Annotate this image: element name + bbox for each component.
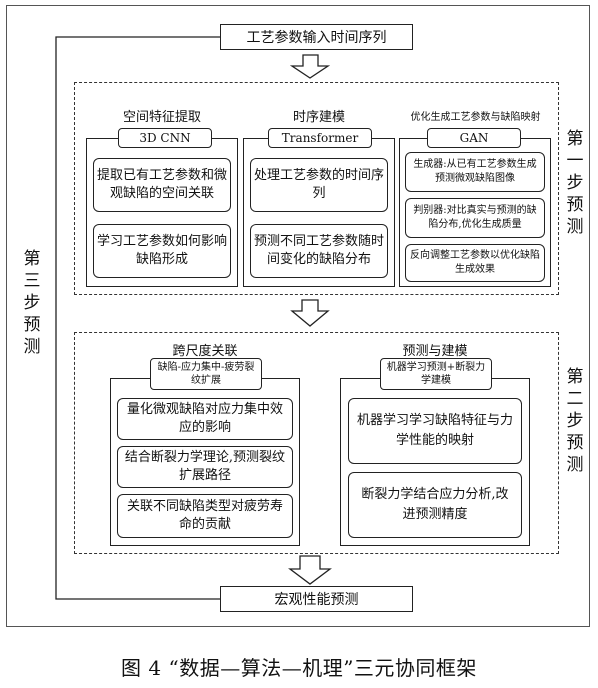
stage2-col1-title: 跨尺度关联	[172, 344, 238, 359]
stage2-region	[74, 332, 559, 554]
stage2-col2-box2: 断裂力学结合应力分析,改进预测精度	[348, 472, 522, 538]
stage1-col3-box1-text: 生成器:从已有工艺参数生成预测微观缺陷图像	[413, 159, 537, 184]
stage1-col1-model: 3D CNN	[118, 128, 212, 148]
stage1-col2-model: Transformer	[268, 128, 372, 148]
stage2-col1-model-text: 缺陷-应力集中-疲劳裂纹扩展	[157, 362, 255, 386]
stage2-col1-box1: 量化微观缺陷对应力集中效应的影响	[117, 398, 293, 440]
stage1-col3-box3: 反向调整工艺参数以优化缺陷生成效果	[405, 244, 545, 282]
input-box-text: 工艺参数输入时间序列	[246, 30, 387, 46]
stage2-col2-box1-text: 机器学习学习缺陷特征与力学性能的映射	[357, 413, 514, 448]
stage1-col2-box1-text: 处理工艺参数的时间序列	[253, 168, 384, 201]
stage1-col1-box1-text: 提取已有工艺参数和微观缺陷的空间关联	[96, 168, 227, 201]
stage1-region	[74, 82, 559, 295]
stage1-col3-box2-text: 判别器:对比真实与预测的缺陷分布,优化生成质量	[413, 205, 537, 230]
stage1-col1-box2: 学习工艺参数如何影响缺陷形成	[93, 224, 231, 278]
stage2-col1-box2-text: 结合断裂力学理论,预测裂纹扩展路径	[124, 450, 286, 483]
stage2-col2-box2-text: 断裂力学结合应力分析,改进预测精度	[361, 487, 509, 522]
arrow-input-to-stage1	[289, 54, 331, 79]
stage1-col3-model: GAN	[427, 128, 521, 148]
step1-label: 第一步预测	[566, 129, 584, 237]
stage2-col1-box1-text: 量化微观缺陷对应力集中效应的影响	[126, 402, 283, 435]
stage1-col1-box2-text: 学习工艺参数如何影响缺陷形成	[96, 234, 227, 267]
stage2-col2-title: 预测与建模	[402, 344, 468, 359]
arrow-stage2-to-output	[288, 555, 332, 585]
stage2-col1-box2: 结合断裂力学理论,预测裂纹扩展路径	[117, 446, 293, 488]
stage1-col1-title: 空间特征提取	[122, 110, 201, 125]
stage2-col1-model: 缺陷-应力集中-疲劳裂纹扩展	[150, 358, 262, 390]
stage1-col1-box1: 提取已有工艺参数和微观缺陷的空间关联	[93, 158, 231, 212]
stage2-col1-box3: 关联不同缺陷类型对疲劳寿命的贡献	[117, 494, 293, 538]
stage1-col2-box2-text: 预测不同工艺参数随时间变化的缺陷分布	[253, 234, 384, 267]
output-box: 宏观性能预测	[220, 586, 413, 612]
stage2-col2-box1: 机器学习学习缺陷特征与力学性能的映射	[348, 398, 522, 464]
stage1-col2-title: 时序建模	[292, 110, 345, 125]
figure-frame	[6, 5, 590, 627]
step2-label: 第二步预测	[566, 367, 584, 475]
step3-label: 第三步预测	[23, 249, 41, 357]
arrow-stage1-to-stage2	[290, 299, 330, 327]
stage1-col3-title: 优化生成工艺参数与缺陷映射	[410, 112, 541, 123]
step3-loop-line	[55, 36, 220, 600]
input-box: 工艺参数输入时间序列	[220, 24, 413, 50]
stage1-col2-box2: 预测不同工艺参数随时间变化的缺陷分布	[250, 224, 388, 278]
stage1-col2-box1: 处理工艺参数的时间序列	[250, 158, 388, 212]
output-box-text: 宏观性能预测	[274, 592, 359, 608]
stage1-col3-box2: 判别器:对比真实与预测的缺陷分布,优化生成质量	[405, 198, 545, 238]
stage2-col1-box3-text: 关联不同缺陷类型对疲劳寿命的贡献	[126, 499, 283, 532]
stage2-col2-model: 机器学习预测+断裂力学建模	[380, 358, 492, 390]
stage2-col2-model-text: 机器学习预测+断裂力学建模	[386, 362, 486, 386]
stage1-col3-box3-text: 反向调整工艺参数以优化缺陷生成效果	[410, 250, 540, 275]
figure-caption: 图 4 “数据—算法—机理”三元协同框架	[121, 656, 477, 680]
stage1-col3-box1: 生成器:从已有工艺参数生成预测微观缺陷图像	[405, 152, 545, 192]
